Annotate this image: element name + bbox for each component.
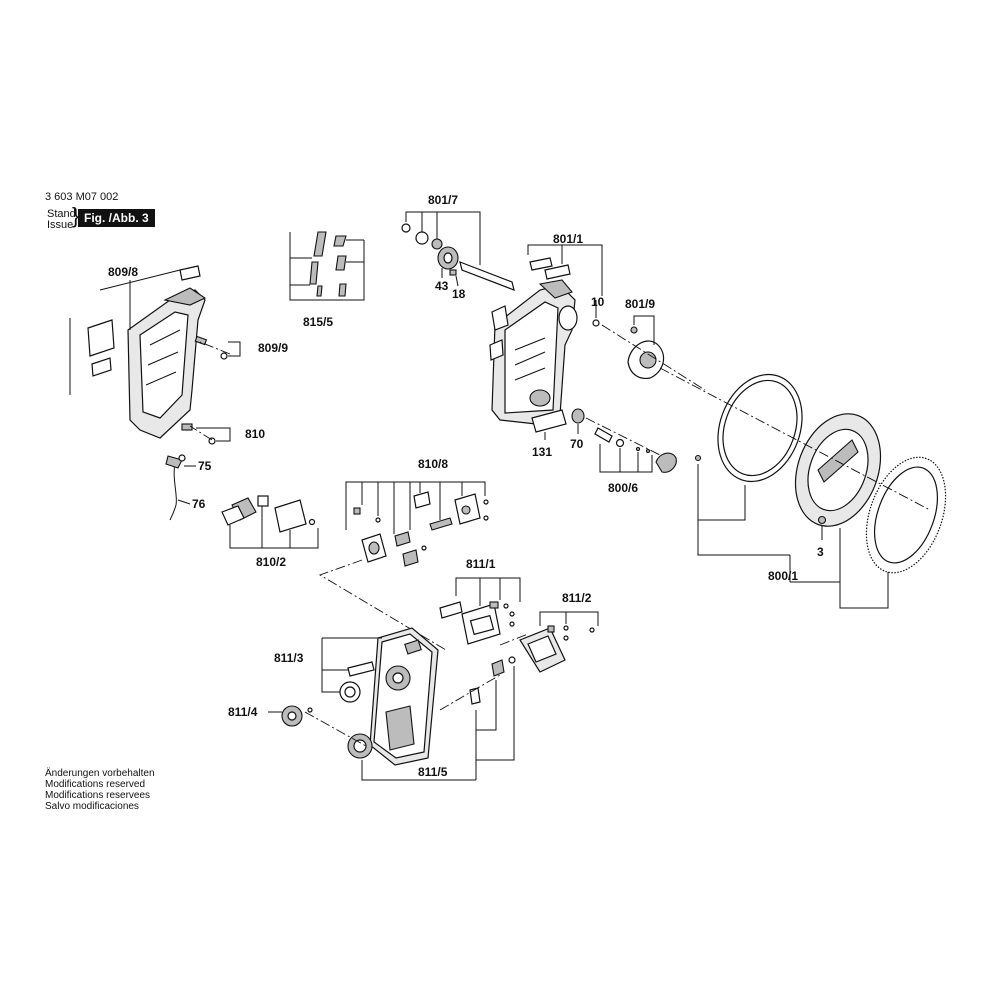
leader-800-1: [698, 485, 746, 521]
circuit-board-part: [519, 625, 595, 673]
part-number: 3 603 M07 002: [45, 191, 119, 203]
part-label-809-8: 809/8: [108, 265, 138, 279]
assembly-axis-line: [199, 341, 231, 355]
part-label-18: 18: [452, 287, 466, 301]
leader-811-5: [361, 760, 476, 781]
part-label-131: 131: [532, 445, 552, 459]
note-line: Änderungen vorbehalten: [45, 768, 155, 779]
stand-label: Stand: [47, 208, 76, 220]
screw-part: [181, 423, 216, 445]
screw-part: [592, 319, 600, 327]
drive-shaft-part: [401, 223, 515, 291]
assembly-axis-line: [499, 633, 529, 646]
part-label-801-1: 801/1: [553, 232, 583, 246]
leader-18: [455, 275, 459, 287]
screw-part: [694, 454, 702, 462]
notes-block: Änderungen vorbehalten Modifications res…: [45, 768, 155, 812]
leader-811-5: [476, 666, 515, 761]
assembly-axis-line: [189, 425, 213, 441]
leader-76: [177, 499, 191, 505]
part-label-43: 43: [435, 279, 449, 293]
part-label-800-6: 800/6: [608, 481, 638, 495]
part-label-809-9: 809/9: [258, 341, 288, 355]
mesh-filter-part: [865, 456, 947, 574]
dial-part: [347, 656, 516, 759]
gasket-part: [339, 661, 375, 703]
assembly-axis-line: [601, 324, 706, 391]
part-label-810-8: 810/8: [418, 457, 448, 471]
screw-part: [194, 335, 228, 360]
part-label-800-1: 800/1: [768, 569, 798, 583]
leader-800-1: [697, 464, 790, 556]
part-label-810: 810: [245, 427, 265, 441]
center-housing-part: [489, 257, 578, 426]
part-label-3: 3: [817, 545, 824, 559]
part-label-811-3: 811/3: [274, 651, 304, 665]
assembly-axis-line: [585, 417, 661, 456]
small-knob-part: [281, 705, 313, 727]
clip-set-part: [309, 231, 347, 297]
note-line: Modifications reserved: [45, 779, 146, 790]
leader-809-8: [99, 269, 181, 291]
cap-part: [627, 326, 665, 380]
part-label-811-4: 811/4: [228, 705, 258, 719]
leader-801-1: [527, 244, 603, 296]
part-label-70: 70: [570, 437, 584, 451]
leader-801-7: [405, 211, 481, 265]
cable-part: [165, 454, 186, 521]
assembly-axis-line: [304, 711, 367, 747]
leader-811-1: [455, 577, 521, 602]
leader-810-8: [345, 481, 486, 530]
leader-810-2: [229, 525, 319, 549]
leader-815-5: [289, 232, 365, 301]
part-label-811-2: 811/2: [562, 591, 592, 605]
part-label-810-2: 810/2: [256, 555, 286, 569]
plate-part: [531, 409, 567, 433]
figure-badge: Fig. /Abb. 3: [78, 209, 155, 227]
front-cover-part: [794, 413, 882, 527]
part-label-801-9: 801/9: [625, 297, 655, 311]
seal-ring-part: [717, 373, 803, 483]
assembly-axis-line: [659, 367, 931, 511]
leader-800-1: [839, 572, 889, 609]
leader-811-5: [476, 680, 497, 731]
part-label-75: 75: [198, 459, 212, 473]
knob-part: [594, 427, 677, 473]
assembly-axis-line: [439, 674, 501, 711]
part-label-811-5: 811/5: [418, 765, 448, 779]
leader-801-9: [633, 315, 655, 345]
stand-issue-brace: }: [72, 203, 80, 228]
leader-811-2: [539, 611, 599, 626]
part-label-815-5: 815/5: [303, 315, 333, 329]
note-line: Modifications reservees: [45, 790, 151, 801]
part-label-801-7: 801/7: [428, 193, 458, 207]
issue-label: Issue: [47, 219, 74, 231]
display-part: [439, 601, 515, 645]
leader-800-6: [599, 444, 653, 473]
front-panel-part: [369, 627, 439, 766]
switch-assembly-part: [353, 491, 489, 567]
leader-811-3: [321, 638, 340, 693]
assembly-axis-line: [318, 559, 447, 651]
rear-housing-part: [87, 265, 207, 439]
part-label-10: 10: [591, 295, 605, 309]
part-label-811-1: 811/1: [466, 557, 496, 571]
note-line: Salvo modificaciones: [45, 801, 139, 812]
leader-810: [196, 427, 231, 442]
part-label-76: 76: [192, 497, 206, 511]
nut-part: [571, 408, 585, 424]
switch-part: [221, 495, 316, 533]
leader-809-9: [228, 341, 241, 357]
